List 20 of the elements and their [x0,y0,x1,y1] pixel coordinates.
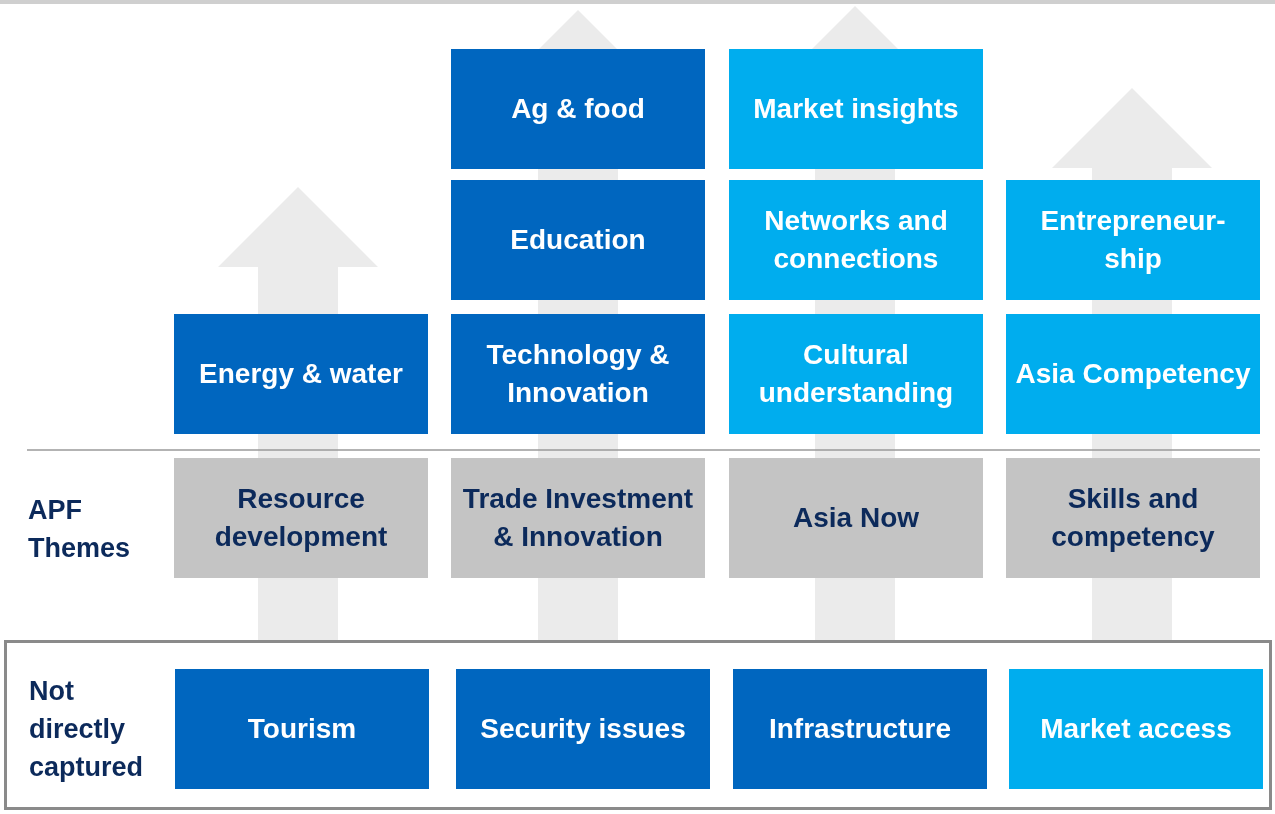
theme-box: Energy & water [174,314,428,434]
theme-box: Technology & Innovation [451,314,705,434]
theme-box: Market access [1009,669,1263,789]
theme-box: Ag & food [451,49,705,169]
theme-box: Education [451,180,705,300]
theme-box: Entrepreneur-ship [1006,180,1260,300]
theme-box: Asia Now [729,458,983,578]
theme-box: Resource development [174,458,428,578]
theme-box: Skills and competency [1006,458,1260,578]
theme-box: Market insights [729,49,983,169]
theme-box: Cultural understanding [729,314,983,434]
theme-box: Security issues [456,669,710,789]
group-heading: Not directly captured [29,675,145,784]
group-frame [4,640,1272,810]
theme-box: Infrastructure [733,669,987,789]
row-label: APF Themes [28,494,132,565]
theme-box: Tourism [175,669,429,789]
theme-box: Networks and connections [729,180,983,300]
theme-box: Trade Investment & Innovation [451,458,705,578]
theme-box: Asia Competency [1006,314,1260,434]
